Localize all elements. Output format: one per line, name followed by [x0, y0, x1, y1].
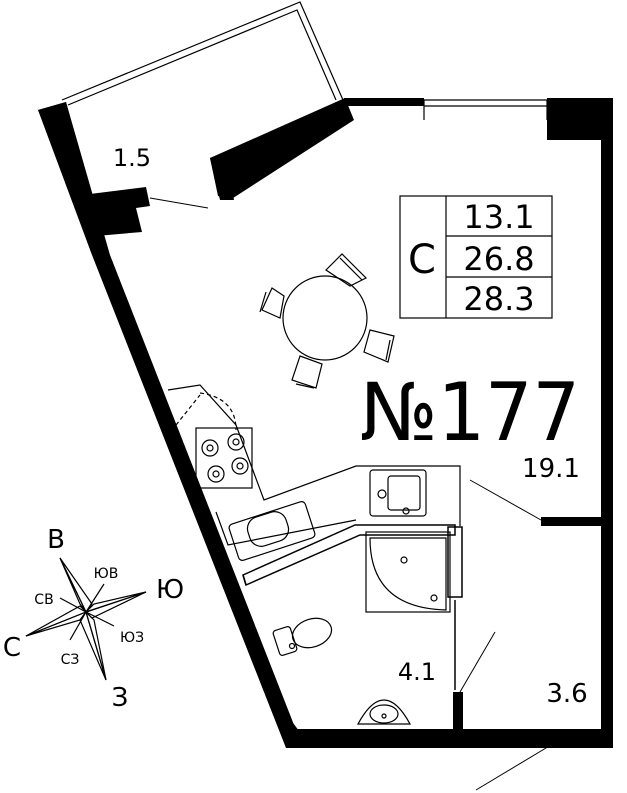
area-table-letter: С [408, 237, 436, 283]
exterior-walls [38, 98, 613, 748]
compass-label-south: З [112, 683, 129, 713]
kitchen-sink [369, 469, 427, 517]
chair-left [259, 287, 285, 319]
hall-area-label: 3.6 [546, 679, 587, 709]
dining-table [259, 253, 395, 389]
living-area-label: 19.1 [522, 454, 580, 484]
area-table [399, 195, 553, 319]
leader-lines [149, 197, 557, 791]
area-table-value-3: 28.3 [463, 280, 534, 318]
windows [423, 99, 548, 120]
chair-right [363, 329, 395, 363]
compass-label-se: ЮЗ [120, 630, 144, 646]
compass-label-north: В [47, 525, 65, 555]
kitchen-counter-sink [228, 501, 316, 561]
kitchen-stove [175, 392, 253, 489]
bathroom-area-label: 4.1 [398, 658, 436, 686]
interior-walls [167, 384, 603, 732]
balcony-area-label: 1.5 [113, 144, 151, 172]
compass-label-nw: СВ [34, 592, 53, 608]
chair-top [325, 253, 368, 287]
compass-rose [25, 557, 147, 681]
washbasin [356, 699, 412, 725]
balcony-outline [61, 1, 344, 106]
compass-label-west: С [3, 633, 21, 663]
apartment-number: №177 [360, 366, 580, 459]
compass-label-east: Ю [156, 575, 184, 605]
area-table-value-1: 13.1 [463, 198, 534, 236]
compass-label-ne: ЮВ [94, 566, 119, 582]
toilet [272, 617, 333, 656]
shower [365, 531, 451, 613]
area-table-value-2: 26.8 [463, 240, 534, 278]
chair-bottom [291, 355, 323, 389]
compass-label-sw: СЗ [61, 652, 80, 668]
